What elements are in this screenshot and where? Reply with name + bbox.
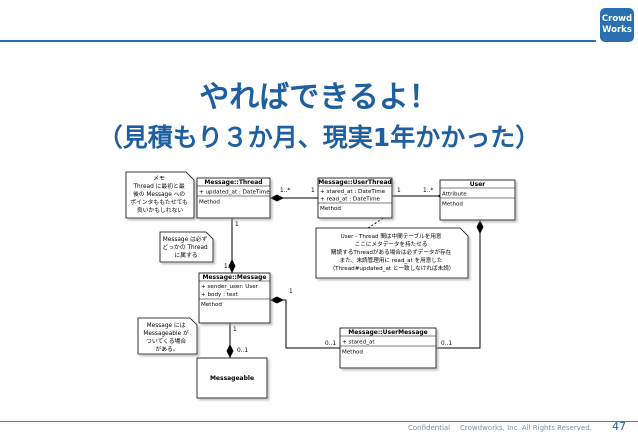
logo-line1: Crowd [601, 14, 633, 24]
svg-text:Message には Messageable が: Message には Messageable が ついてくる場合 がある。 [143, 322, 190, 353]
class-name: Messageable [210, 375, 254, 382]
note-userthread-line: 購読するThreadがある場合は必ずデータが存在 [331, 248, 452, 256]
multiplicity: 1 [235, 222, 239, 228]
svg-text:Message は必ず どっかの Thread: Message は必ず どっかの Thread に属する [162, 235, 209, 259]
logo-line2: Works [602, 25, 632, 35]
note-thread-belongs: Message は必ず どっかの Thread に属する [159, 231, 214, 263]
multiplicity: 1..* [423, 188, 433, 194]
multiplicity: 0..1 [237, 348, 248, 354]
note-memo-line: メモ [153, 175, 165, 182]
class-attribute: + body : text [201, 292, 239, 298]
multiplicity: 0..1 [325, 341, 336, 347]
diamond-user-um [476, 220, 484, 234]
class-attribute: + sender_user: User [201, 284, 259, 290]
multiplicity: 1 [289, 289, 293, 295]
class-name: Message::Thread [204, 179, 262, 186]
class-user-message: Message::UserMessage + stared_at Method [339, 327, 437, 369]
class-name: Message::Message [203, 274, 267, 281]
class-method: Method [442, 202, 463, 208]
note-thread-line: どっかの Thread [162, 243, 208, 251]
note-userthread-line: また、未読管理用に read_at を用意した [340, 256, 443, 264]
class-attribute: + stared_at : DateTime [320, 189, 386, 195]
slide-title: やればできるよ！ [199, 80, 439, 115]
class-user: User Attribute Method [439, 179, 516, 221]
multiplicity: 1..* [224, 264, 234, 270]
note-messageable-line: ついてくる場合 [146, 337, 186, 345]
multiplicity: 1 [233, 327, 237, 333]
note-memo-line: 後の Message への [133, 190, 185, 198]
footer-copyright: Crowdworks, Inc. All Rights Reserved. [460, 424, 592, 432]
note-thread-line: Message は必ず [163, 235, 208, 243]
note-memo-line: ポインタももたせても [130, 198, 188, 206]
note-user-thread: User - Thread 間は中間テーブルを用意 ここにメタデータを持たせる … [315, 227, 469, 279]
class-user-thread: Message::UserThread + stared_at : DateTi… [317, 177, 393, 219]
header-divider [0, 40, 596, 42]
class-messageable: Messageable [196, 357, 268, 399]
note-messageable-line: Messageable が [143, 329, 189, 337]
line-usermessage-user [436, 220, 481, 349]
note-memo-line: 良いかもしれない [137, 206, 184, 214]
class-message: Message::Message + sender_user: User + b… [198, 272, 271, 324]
diamond-messageable [226, 344, 234, 358]
svg-text:User - Thread 間は中間テーブルを用意: User - Thread 間は中間テーブルを用意 ここにメタデータを持たせる … [330, 232, 455, 272]
class-name: Message::UserMessage [348, 329, 427, 336]
note-userthread-line: User - Thread 間は中間テーブルを用意 [341, 232, 442, 240]
class-name: User [470, 181, 486, 188]
class-method: Method [320, 206, 341, 212]
note-messageable-line: Message には [147, 322, 186, 329]
note-memo-line: Thread に最初と最 [133, 182, 185, 190]
multiplicity: 0..1 [441, 341, 452, 347]
note-anchor-userthread [367, 216, 386, 229]
page-number: 47 [612, 420, 626, 433]
multiplicity: 1 [311, 188, 315, 194]
multiplicity: 1..* [280, 188, 290, 194]
note-messageable-line: がある。 [155, 345, 178, 353]
note-userthread-line: （Thread#updated_at と一致しなければ未読） [330, 264, 455, 272]
class-attribute: Attribute [442, 192, 467, 198]
class-thread: Message::Thread + updated_at : DateTime … [196, 177, 271, 219]
slide-subtitle: （見積もり３か月、現実1年かかった） [97, 123, 541, 152]
class-method: Method [199, 200, 220, 206]
class-attribute: + stared_at [342, 340, 375, 346]
multiplicity-labels: 1..* 1 1 1..* 1 1..* 1 1 0..1 0..1 0..1 [224, 188, 452, 354]
diamond-message-thread [228, 259, 236, 273]
note-messageable: Message には Messageable が ついてくる場合 がある。 [137, 317, 198, 355]
crowdworks-logo: Crowd Works [600, 8, 634, 42]
note-userthread-line: ここにメタデータを持たせる [355, 240, 428, 248]
footer-confidential: Confidential [408, 424, 451, 432]
multiplicity: 1 [397, 188, 401, 194]
class-method: Method [201, 302, 222, 308]
class-attribute: + read_at : DateTime [320, 197, 381, 203]
footer-divider [0, 421, 638, 422]
class-name: Message::UserThread [318, 179, 392, 186]
diamond-message-um [270, 296, 284, 304]
svg-text:メモ Thread に最初と最 後の: メモ Thread に最初と最 後の Message への ポインタももたせても… [130, 175, 190, 214]
note-memo: メモ Thread に最初と最 後の Message への ポインタももたせても… [125, 171, 195, 219]
diamond-thread-ut [270, 194, 284, 202]
note-thread-line: に属する [174, 252, 197, 259]
class-attribute: + updated_at : DateTime [199, 190, 270, 196]
class-method: Method [342, 350, 363, 356]
